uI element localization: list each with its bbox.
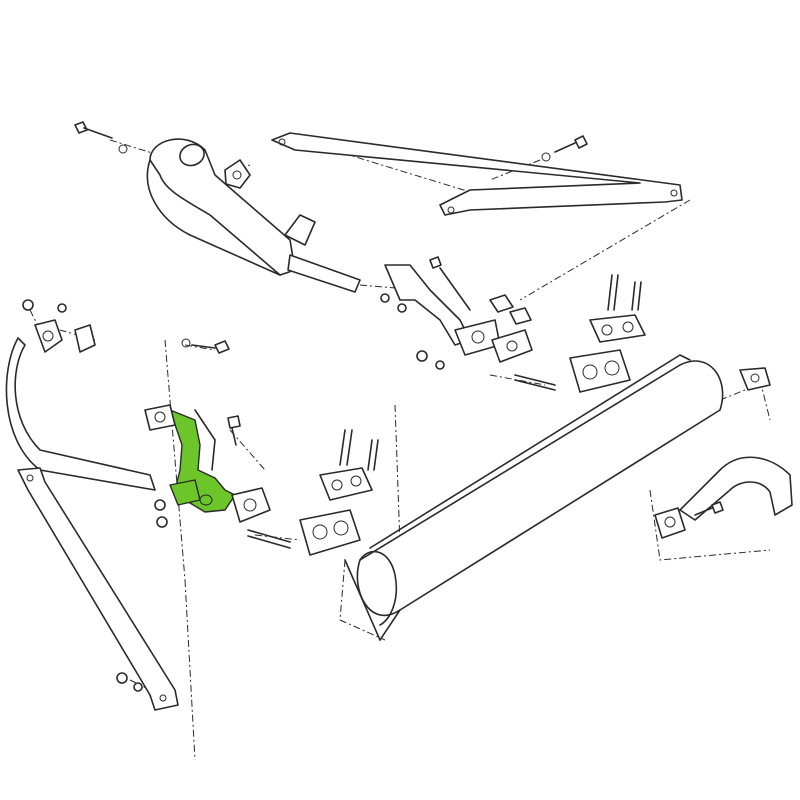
tailpipe bbox=[654, 367, 793, 539]
gasket-upper bbox=[569, 314, 646, 393]
bolts-middle bbox=[154, 338, 291, 549]
bracket-flange-left bbox=[144, 404, 216, 471]
muffler bbox=[344, 354, 724, 641]
front-exhaust-pipe bbox=[146, 138, 361, 293]
bolt-top-right bbox=[541, 135, 588, 162]
left-exhaust-pipe bbox=[5, 299, 156, 491]
gasket-top bbox=[224, 159, 251, 189]
studs-upper bbox=[514, 274, 642, 391]
gaskets-middle bbox=[231, 429, 379, 556]
support-brace-top bbox=[271, 132, 683, 216]
support-brace-left bbox=[17, 467, 179, 711]
highlighted-bracket-part bbox=[169, 409, 236, 513]
heat-exchanger-upper bbox=[380, 256, 533, 370]
bolt-top-left bbox=[74, 121, 128, 154]
